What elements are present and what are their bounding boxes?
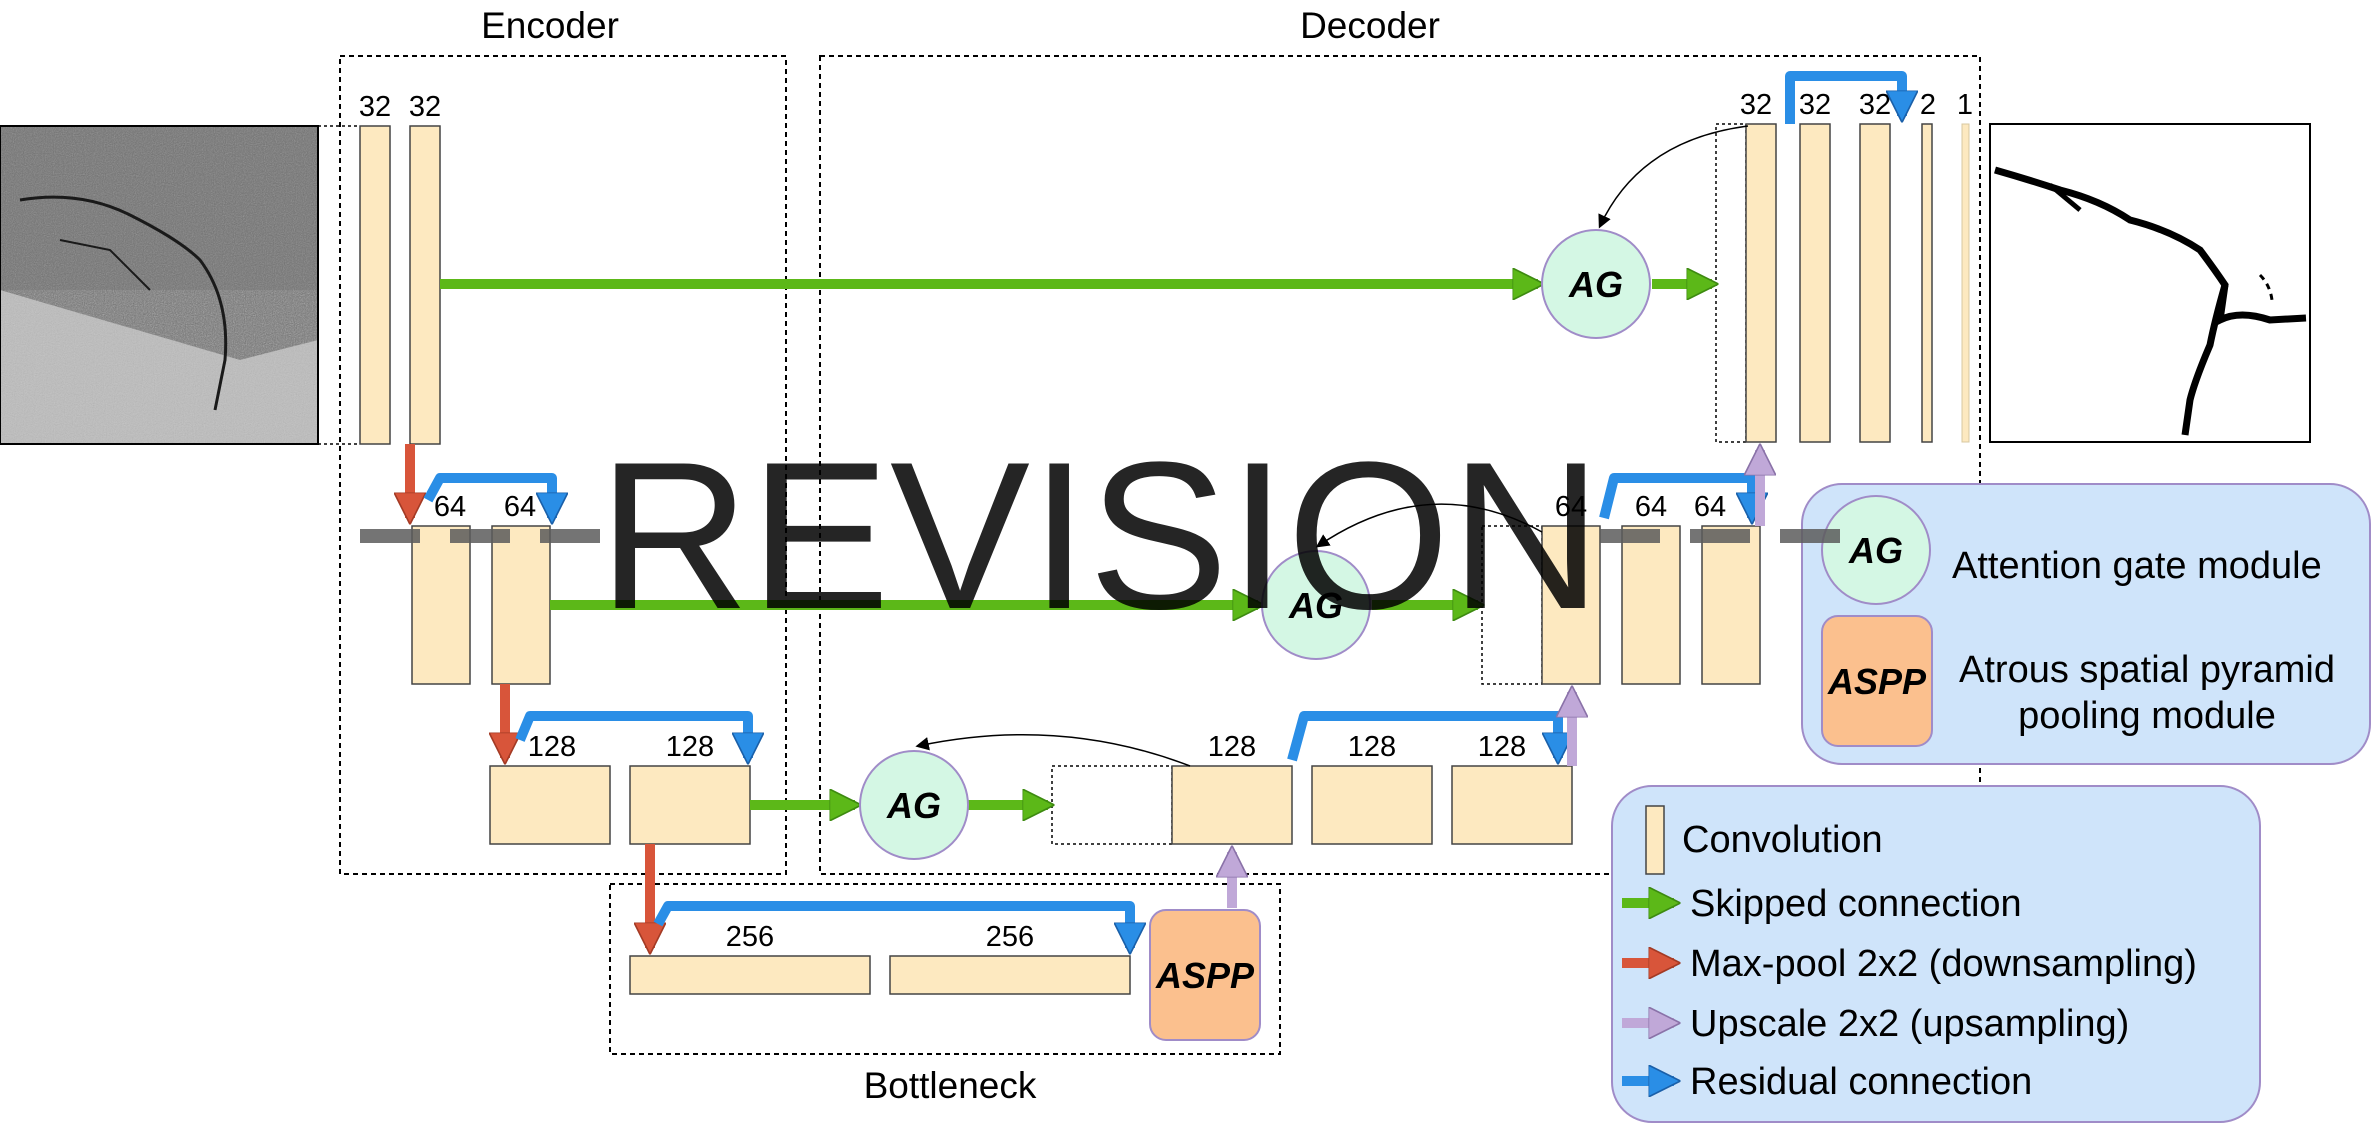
conv-dec2-a bbox=[1541, 525, 1601, 685]
conv-dec2-b bbox=[1621, 525, 1681, 685]
convolution-swatch bbox=[1645, 805, 1665, 875]
decoder-box bbox=[819, 55, 1981, 875]
ag-module-l1: AG bbox=[1541, 229, 1651, 339]
conv-dec1-c bbox=[1859, 123, 1891, 443]
ch-dec2-b: 64 bbox=[1635, 491, 1667, 523]
ch-dec2-a: 64 bbox=[1555, 491, 1587, 523]
revision-watermark: REVISION bbox=[360, 418, 1870, 653]
upscale-arrows bbox=[1232, 450, 1760, 908]
residual-arrow-enc2 bbox=[423, 473, 552, 518]
ch-dec1-d: 2 bbox=[1920, 89, 1936, 121]
legend-item-upscale: Upscale 2x2 (upsampling) bbox=[1690, 1003, 2129, 1045]
svg-text:ASPP: ASPP bbox=[1155, 955, 1255, 996]
conv-bottleneck-a bbox=[629, 955, 871, 995]
ch-dec1-c: 32 bbox=[1859, 89, 1891, 121]
conv-enc1-a bbox=[359, 125, 391, 445]
residual-arrow-dec3 bbox=[1287, 711, 1558, 760]
input-image bbox=[0, 125, 319, 445]
conv-bottleneck-b bbox=[889, 955, 1131, 995]
conv-enc3-b bbox=[629, 765, 751, 845]
ch-dec3-b: 128 bbox=[1348, 731, 1396, 763]
module-legend: AG Attention gate module ASPP Atrous spa… bbox=[1801, 483, 2371, 765]
svg-text:REVISION: REVISION bbox=[598, 418, 1602, 653]
conv-dec1-e bbox=[1961, 123, 1970, 443]
bottleneck-box bbox=[609, 883, 1281, 1055]
conv-dec1-a bbox=[1745, 123, 1777, 443]
conv-enc2-b bbox=[491, 525, 551, 685]
encoder-title: Encoder bbox=[481, 5, 619, 46]
conv-enc3-a bbox=[489, 765, 611, 845]
legend-aspp-icon bbox=[1821, 615, 1933, 747]
concat-dec1 bbox=[1715, 123, 1747, 443]
conv-dec3-a bbox=[1171, 765, 1293, 845]
svg-text:AG: AG bbox=[1568, 264, 1623, 305]
maxpool-arrows bbox=[410, 444, 650, 948]
channel-labels: 32 32 64 64 128 128 256 256 128 128 128 … bbox=[359, 89, 1973, 953]
conv-enc1-b bbox=[409, 125, 441, 445]
encoder-box bbox=[339, 55, 787, 875]
ag-module-l3: AG bbox=[859, 750, 969, 860]
ag-module-l2: AG bbox=[1261, 550, 1371, 660]
svg-text:ASPP: ASPP bbox=[1827, 661, 1927, 702]
legend-ag-icon bbox=[1821, 495, 1931, 605]
concat-dec3 bbox=[1051, 765, 1173, 845]
ch-enc2-b: 64 bbox=[504, 491, 536, 523]
residual-arrow-enc3 bbox=[515, 711, 748, 758]
conv-dec3-b bbox=[1311, 765, 1433, 845]
aspp-module: ASPP bbox=[1149, 909, 1261, 1041]
legend-aspp-text-1: Atrous spatial pyramid bbox=[1959, 649, 2335, 691]
legend-item-residual: Residual connection bbox=[1690, 1061, 2032, 1103]
ch-dec1-e: 1 bbox=[1957, 89, 1973, 121]
legend-item-convolution: Convolution bbox=[1682, 819, 1883, 861]
svg-text:AG: AG bbox=[886, 785, 941, 826]
residual-arrows bbox=[423, 71, 1902, 948]
ch-enc2-a: 64 bbox=[434, 491, 466, 523]
ch-enc1-a: 32 bbox=[359, 91, 391, 123]
legend-aspp-text-2: pooling module bbox=[2018, 695, 2276, 737]
svg-text:AG: AG bbox=[1288, 585, 1343, 626]
bottleneck-title: Bottleneck bbox=[864, 1065, 1037, 1106]
legend-item-skipped: Skipped connection bbox=[1690, 883, 2022, 925]
ch-bottleneck-a: 256 bbox=[726, 921, 774, 953]
legend-item-maxpool: Max-pool 2x2 (downsampling) bbox=[1690, 943, 2197, 985]
conv-dec1-b bbox=[1799, 123, 1831, 443]
ch-bottleneck-b: 256 bbox=[986, 921, 1034, 953]
gating-arrows bbox=[915, 125, 1749, 767]
ch-enc1-b: 32 bbox=[409, 91, 441, 123]
ch-enc3-a: 128 bbox=[528, 731, 576, 763]
skip-connections bbox=[440, 284, 1712, 805]
ch-dec1-b: 32 bbox=[1799, 89, 1831, 121]
residual-arrow-dec2 bbox=[1599, 473, 1752, 518]
decoder-title: Decoder bbox=[1300, 5, 1440, 46]
output-mask bbox=[1989, 123, 2311, 443]
conv-enc2-a bbox=[411, 525, 471, 685]
ch-dec2-c: 64 bbox=[1694, 491, 1726, 523]
ch-dec1-a: 32 bbox=[1740, 89, 1772, 121]
residual-arrow-bottleneck bbox=[653, 901, 1130, 948]
residual-arrow-dec1 bbox=[1785, 71, 1902, 124]
arrow-legend: Convolution Skipped connection Max-pool … bbox=[1611, 785, 2261, 1123]
conv-dec1-d bbox=[1921, 123, 1933, 443]
ch-dec3-a: 128 bbox=[1208, 731, 1256, 763]
legend-ag-text: Attention gate module bbox=[1952, 545, 2322, 587]
conv-dec3-c bbox=[1451, 765, 1573, 845]
ch-enc3-b: 128 bbox=[666, 731, 714, 763]
conv-dec2-c bbox=[1701, 525, 1761, 685]
svg-text:AG: AG bbox=[1848, 530, 1903, 571]
ch-dec3-c: 128 bbox=[1478, 731, 1526, 763]
